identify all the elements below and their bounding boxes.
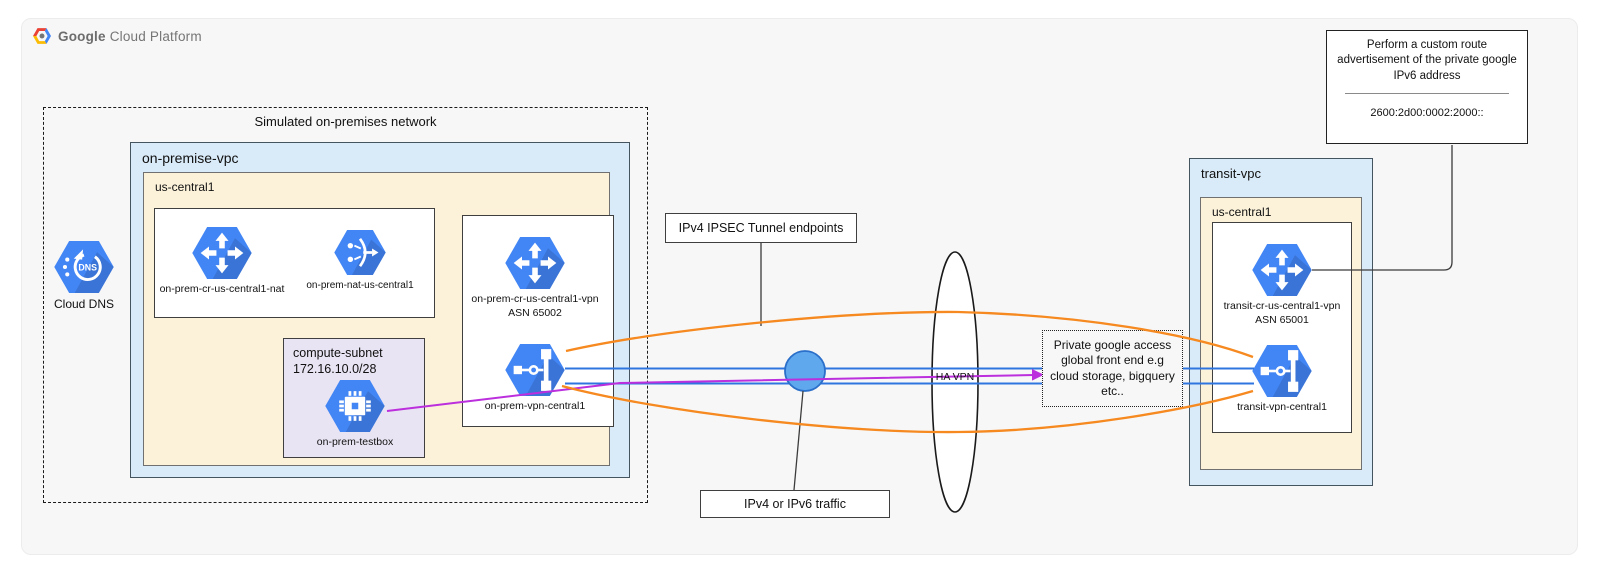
callout-ipv6-address: 2600:2d00:0002:2000:: (1370, 107, 1484, 120)
transit-vpc-label: transit-vpc (1201, 166, 1261, 181)
brand-google: Google (58, 28, 106, 44)
callout-divider (1345, 93, 1509, 95)
transit-router-node: transit-cr-us-central1-vpn ASN 65001 (1197, 244, 1367, 327)
ha-vpn-label: HA VPN (935, 371, 975, 383)
gcp-logo-icon (33, 28, 51, 44)
cloud-vpn-icon (1252, 345, 1312, 397)
on-prem-vpn-gateway-label: on-prem-vpn-central1 (484, 400, 586, 412)
traffic-label-box: IPv4 or IPv6 traffic (700, 490, 890, 518)
compute-engine-icon (325, 380, 385, 432)
on-prem-router-vpn-node: on-prem-cr-us-central1-vpn ASN 65002 (450, 237, 620, 320)
on-prem-network-title: Simulated on-premises network (254, 114, 437, 129)
transit-router-label: transit-cr-us-central1-vpn ASN 65001 (1224, 300, 1341, 327)
router-vpn-name: on-prem-cr-us-central1-vpn (471, 293, 599, 305)
on-prem-network-boundary: Simulated on-premises network (43, 107, 648, 503)
callout-text: Perform a custom route advertisement of … (1337, 39, 1517, 82)
callout-box: Perform a custom route advertisement of … (1326, 30, 1528, 144)
private-google-access-box: Private google access global front end e… (1042, 330, 1183, 407)
router-vpn-asn: ASN 65002 (508, 306, 562, 319)
ipsec-endpoints-label-box: IPv4 IPSEC Tunnel endpoints (665, 213, 857, 243)
on-prem-nat-label: on-prem-nat-us-central1 (306, 280, 414, 291)
on-premise-vpc-label: on-premise-vpc (142, 150, 239, 166)
cloud-vpn-icon (505, 344, 565, 396)
cloud-router-icon (1252, 244, 1312, 296)
traffic-label: IPv4 or IPv6 traffic (744, 497, 846, 511)
private-google-access-text: Private google access global front end e… (1050, 337, 1175, 398)
subnet-cidr: 172.16.10.0/28 (293, 361, 377, 376)
brand-cloud-platform: Cloud Platform (109, 28, 202, 44)
on-prem-testbox-node: on-prem-testbox (270, 380, 440, 450)
on-prem-region-label: us-central1 (155, 180, 215, 194)
transit-vpn-gateway-node: transit-vpn-central1 (1197, 345, 1367, 415)
transit-router-asn: ASN 65001 (1255, 313, 1309, 326)
transit-vpn-gateway-label: transit-vpn-central1 (1237, 401, 1327, 413)
cloud-dns-label: Cloud DNS (53, 297, 115, 311)
cloud-router-icon (192, 227, 252, 279)
transit-router-name: transit-cr-us-central1-vpn (1223, 300, 1341, 312)
on-prem-testbox-label: on-prem-testbox (316, 436, 394, 448)
cloud-nat-icon (334, 230, 386, 275)
ipsec-endpoints-label: IPv4 IPSEC Tunnel endpoints (678, 221, 844, 235)
cloud-router-icon (505, 237, 565, 289)
subnet-name: compute-subnet (293, 346, 383, 360)
on-prem-router-vpn-label: on-prem-cr-us-central1-vpn ASN 65002 (471, 293, 598, 320)
on-prem-vpn-gateway-node: on-prem-vpn-central1 (450, 344, 620, 414)
cloud-dns-icon (54, 241, 114, 293)
transit-region-label: us-central1 (1212, 205, 1272, 219)
on-prem-router-nat-label: on-prem-cr-us-central1-nat (159, 283, 285, 295)
subnet-text: compute-subnet 172.16.10.0/28 (293, 346, 383, 377)
on-prem-router-nat-node: on-prem-cr-us-central1-nat (137, 227, 307, 297)
on-prem-nat-node: on-prem-nat-us-central1 (275, 230, 445, 292)
cloud-dns-node: Cloud DNS (0, 241, 169, 313)
